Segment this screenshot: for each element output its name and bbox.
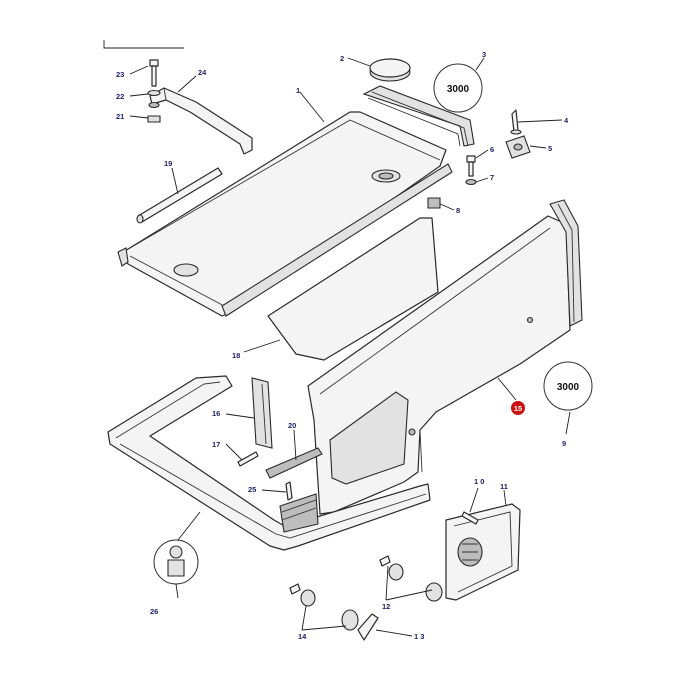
label-25: 25 [248,485,256,494]
badge-9: 3000 [543,361,593,411]
label-3: 3 [482,50,486,59]
nut-21 [147,115,161,123]
label-20: 20 [288,421,296,430]
bracket-24 [149,87,253,155]
cap-2 [369,58,411,82]
washer-7 [465,178,477,186]
label-24: 24 [198,68,207,77]
side-seal-strip [549,199,583,327]
base-frame [107,375,431,551]
label-15: 15 [514,404,522,413]
grommet-8 [427,197,441,209]
label-17: 17 [212,440,220,449]
label-16: 16 [212,409,220,418]
side-panel-15 [307,215,571,515]
callout-labels: 23 22 21 24 1 2 3 4 5 6 7 8 19 18 16 17 … [116,50,569,641]
label-4: 4 [564,116,569,125]
label-13: 1 3 [414,632,424,641]
label-11: 11 [500,482,508,491]
label-2: 2 [340,54,344,63]
label-12: 12 [382,602,390,611]
label-23: 23 [116,70,124,79]
leader-lines [129,57,571,637]
latch-12a [379,555,404,581]
label-14: 14 [298,632,307,641]
label-10: 1 0 [474,477,484,486]
washer-22 [147,89,161,109]
strip-19 [136,167,223,224]
screw-10 [461,511,479,525]
screw-17 [237,451,259,467]
label-19: 19 [164,159,172,168]
grille-cover-11 [445,503,521,601]
label-9: 9 [562,439,566,448]
bolt-6 [466,155,476,177]
knob-13 [341,609,379,641]
label-15-marker [511,401,525,415]
badge-9-text: 3000 [557,382,580,393]
label-5: 5 [548,144,552,153]
label-1: 1 [296,86,300,95]
label-26: 26 [150,607,158,616]
hinge-16 [251,377,273,449]
label-7: 7 [490,173,494,182]
badge-3: 3000 [433,63,483,113]
latch-14 [289,583,316,607]
label-18: 18 [232,351,240,360]
strip-20 [265,447,323,479]
clip-5 [505,135,531,159]
bolt-23 [149,59,159,87]
label-22: 22 [116,92,124,101]
hood-top-1 [117,111,453,317]
label-6: 6 [490,145,494,154]
top-seal-strip [362,85,475,147]
screw-25 [285,481,293,501]
panel-18 [267,217,439,361]
inset-26 [153,539,199,585]
badge-3-text: 3000 [447,84,470,95]
label-8: 8 [456,206,460,215]
latch-12b [425,582,443,602]
label-21: 21 [116,112,124,121]
frame-mark [103,40,184,49]
screw-4 [510,109,522,135]
